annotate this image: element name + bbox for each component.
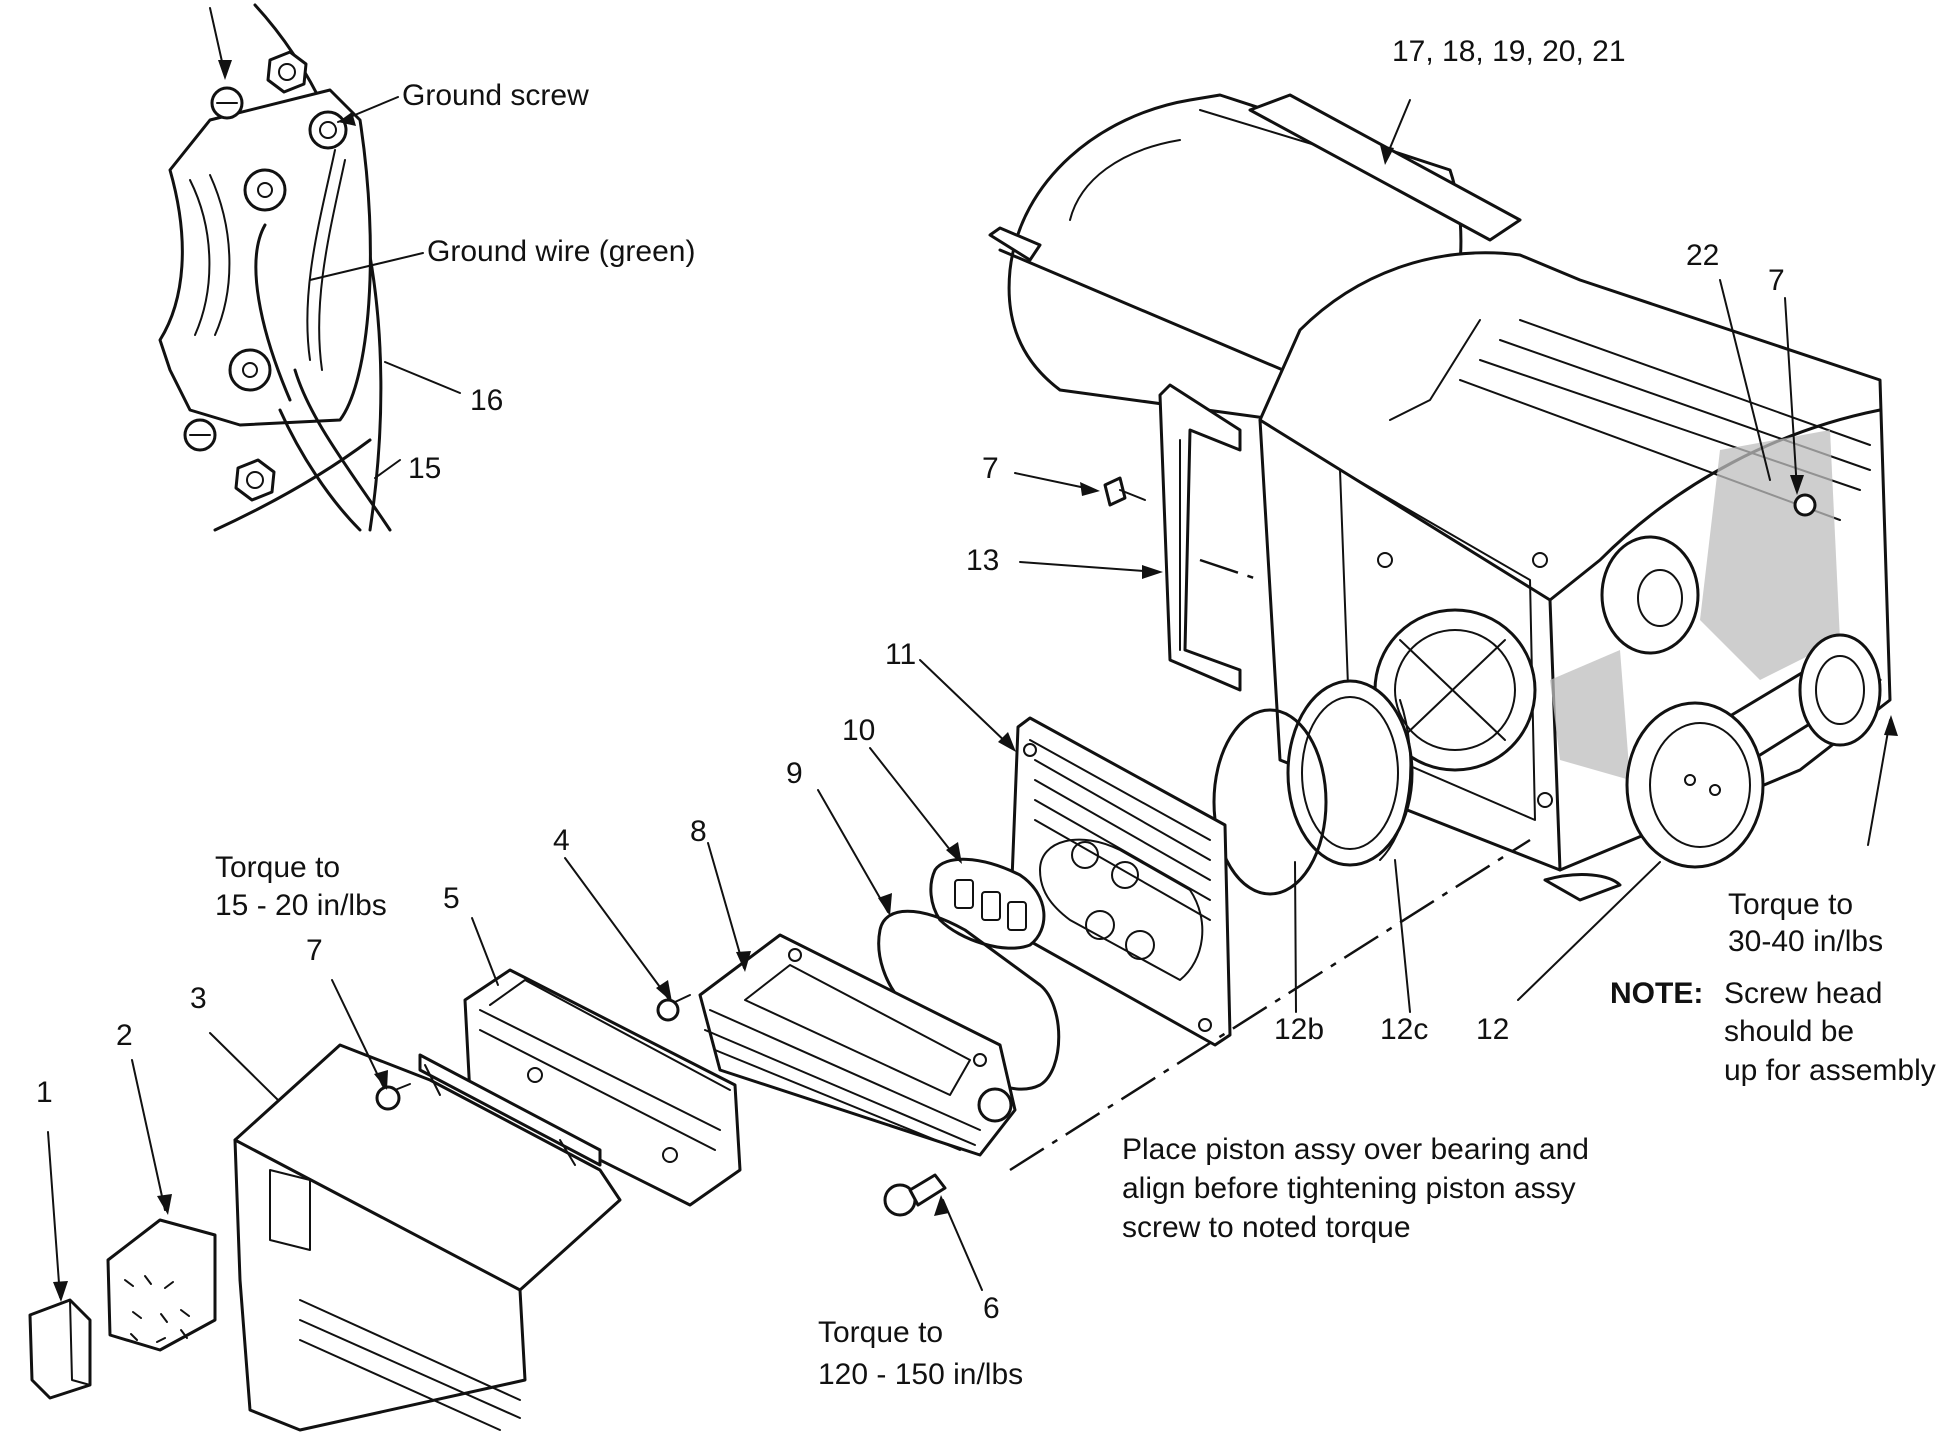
motor-assembly — [988, 93, 1892, 902]
filter-element — [106, 1218, 217, 1352]
torque-head-line1: Torque to — [818, 1316, 944, 1349]
label-ground-wire: Ground wire (green) — [427, 235, 696, 268]
screw-4 — [656, 994, 691, 1022]
torque-cover-line2: 15 - 20 in/lbs — [215, 889, 387, 922]
label-part-16: 16 — [470, 384, 504, 417]
label-part-13: 13 — [966, 544, 1000, 577]
torque-head-line2: 120 - 150 in/lbs — [818, 1358, 1024, 1391]
label-part-7-right: 7 — [1768, 264, 1785, 297]
label-part-22: 22 — [1686, 239, 1720, 272]
label-part-17-21: 17, 18, 19, 20, 21 — [1392, 35, 1626, 68]
instruction-line2: align before tightening piston assy — [1122, 1172, 1576, 1205]
instruction-line1: Place piston assy over bearing and — [1122, 1133, 1589, 1166]
torque-piston-line1: Torque to — [1728, 888, 1854, 921]
filter-housing — [463, 968, 742, 1207]
torque-cover-line1: Torque to — [215, 851, 341, 884]
label-part-2: 2 — [116, 1019, 133, 1052]
wiring-inset — [158, 3, 392, 532]
label-ground-screw: Ground screw — [402, 79, 589, 112]
label-part-8: 8 — [690, 815, 707, 848]
valve-plate — [1008, 716, 1232, 1047]
screw-6 — [883, 1173, 947, 1217]
note-line3: up for assembly — [1724, 1054, 1936, 1087]
label-part-7-left: 7 — [306, 934, 323, 967]
cylinder-head — [698, 933, 1017, 1157]
label-part-9: 9 — [786, 757, 803, 790]
label-part-1: 1 — [36, 1076, 53, 1109]
note-label: NOTE: — [1610, 977, 1704, 1010]
label-part-7-mid: 7 — [982, 452, 999, 485]
filter-cover — [233, 1043, 622, 1432]
label-part-5: 5 — [443, 882, 460, 915]
screw-7-mid — [1103, 476, 1146, 507]
label-part-12: 12 — [1476, 1013, 1510, 1046]
label-part-10: 10 — [842, 714, 876, 747]
note-line1: Screw head — [1724, 977, 1883, 1010]
torque-piston-line2: 30-40 in/lbs — [1728, 925, 1884, 958]
instruction-line3: screw to noted torque — [1122, 1211, 1411, 1244]
label-part-3: 3 — [190, 982, 207, 1015]
label-part-6: 6 — [983, 1292, 1000, 1325]
label-part-12b: 12b — [1274, 1013, 1325, 1046]
label-part-4: 4 — [553, 824, 570, 857]
label-part-11: 11 — [885, 638, 917, 671]
piston-assembly — [1625, 633, 1882, 869]
screw-7-left — [375, 1083, 411, 1111]
label-part-12c: 12c — [1380, 1013, 1429, 1046]
label-part-15: 15 — [408, 452, 442, 485]
note-line2: should be — [1724, 1015, 1855, 1048]
